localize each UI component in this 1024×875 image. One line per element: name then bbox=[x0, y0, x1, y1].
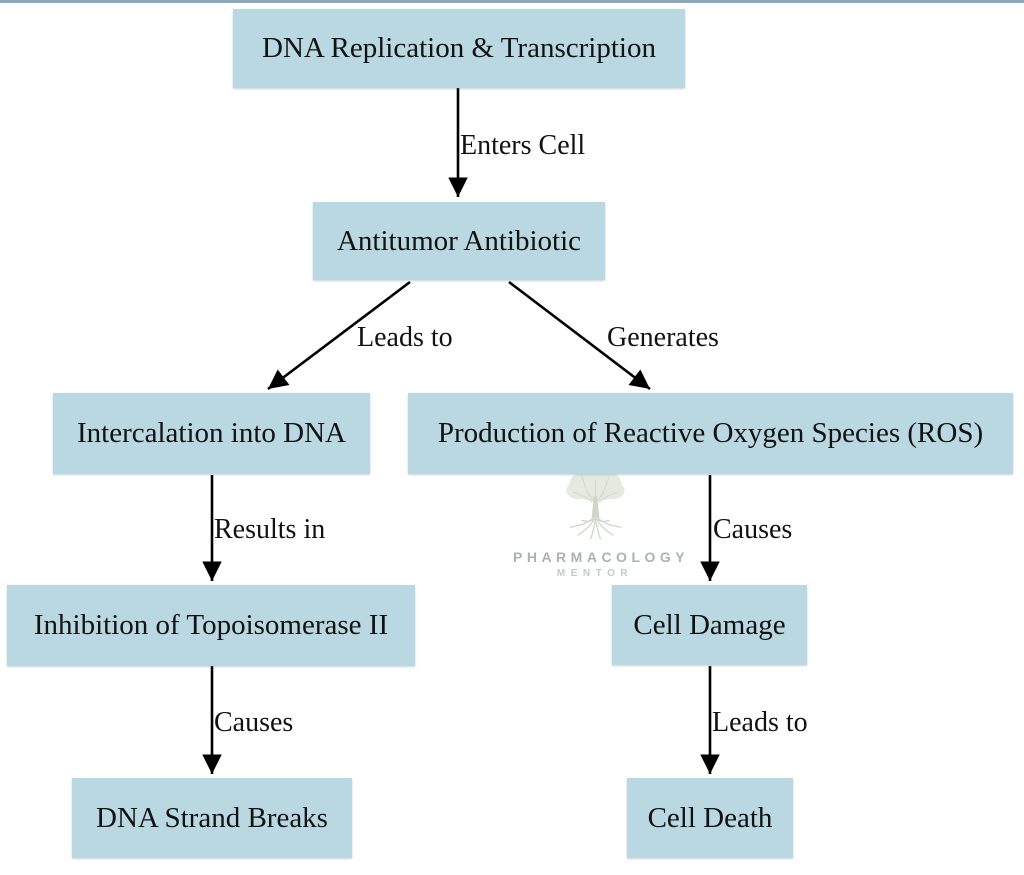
watermark-brand-text: PHARMACOLOGY bbox=[513, 549, 690, 565]
edge-label-enters-cell: Enters Cell bbox=[460, 130, 586, 161]
watermark: PHARMACOLOGY MENTOR bbox=[513, 463, 690, 579]
watermark-brand-subtext: MENTOR bbox=[556, 568, 634, 579]
node-dna-strand-breaks: DNA Strand Breaks bbox=[72, 778, 352, 858]
edge-label-generates: Generates bbox=[607, 322, 719, 353]
edge-label-causes-damage: Causes bbox=[713, 514, 793, 545]
edge-label-results-in: Results in bbox=[214, 514, 326, 545]
top-border-line bbox=[0, 0, 1024, 3]
node-intercalation-into-dna: Intercalation into DNA bbox=[53, 393, 370, 474]
node-dna-replication-transcription: DNA Replication & Transcription bbox=[233, 9, 685, 88]
edge-label-causes-breaks: Causes bbox=[214, 707, 294, 738]
edge-label-leads-to-intercalation: Leads to bbox=[357, 322, 453, 353]
node-antitumor-antibiotic: Antitumor Antibiotic bbox=[313, 202, 605, 280]
node-cell-death: Cell Death bbox=[627, 778, 793, 858]
node-inhibition-topoisomerase-ii: Inhibition of Topoisomerase II bbox=[7, 585, 415, 666]
tree-icon bbox=[565, 468, 625, 540]
edge-label-leads-to-death: Leads to bbox=[712, 707, 808, 738]
node-cell-damage: Cell Damage bbox=[612, 585, 807, 665]
node-production-of-ros: Production of Reactive Oxygen Species (R… bbox=[408, 393, 1013, 474]
